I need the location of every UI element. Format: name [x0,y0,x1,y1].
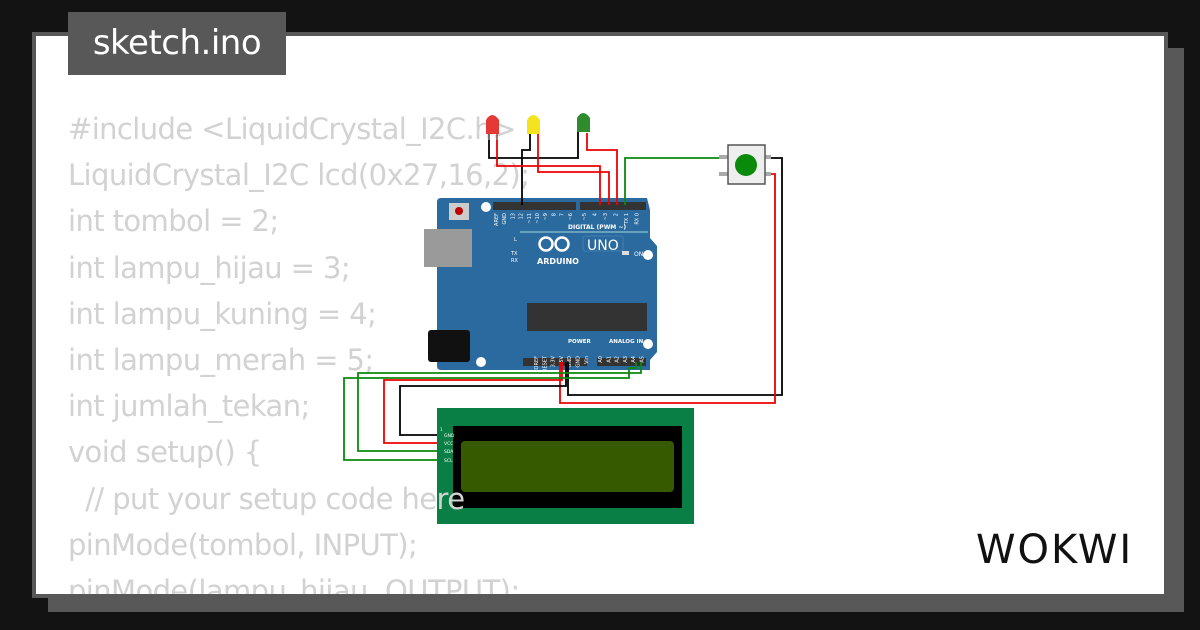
lcd-pin-scl: SCL [444,458,453,464]
wires [343,130,783,461]
lcd-screen [461,441,674,492]
wokwi-logo: WOKWI [976,527,1134,573]
wire-lcd-sda[interactable] [357,362,642,452]
pin-label: 8 [551,213,557,216]
pin-label: ~3 [603,213,609,220]
code-line: int lampu_kuning = 4; [68,296,377,331]
pin-label: 5V [559,355,565,362]
pin-label: A5 [640,356,646,363]
pin-label: ~5 [582,213,588,220]
rx-led-label: RX [511,258,518,264]
code-line: int jumlah_tekan; [68,389,310,424]
pin-label: RX 0 [635,213,641,225]
arduino-model: UNO [587,238,619,254]
code-line: int lampu_merah = 5; [68,343,374,378]
wire-pin4-yellow-led[interactable] [537,133,610,205]
wire-button-gnd[interactable] [567,157,783,396]
pin-label: RESET [542,355,548,372]
code-preview: #include <LiquidCrystal_I2C.h> LiquidCrys… [68,106,530,598]
code-line: void setup() { [68,435,262,470]
pin-label: GND [567,356,573,368]
lcd-pin-gnd: GND [444,433,455,439]
led-green[interactable] [577,113,590,132]
code-line: // put your setup code here [68,481,465,516]
pin-label: GND [502,213,508,225]
digital-label: DIGITAL (PWM ~) [568,224,626,231]
pin-label: ~11 [527,213,533,224]
wire-lcd-scl[interactable] [343,362,637,461]
pin-label: 13 [510,213,516,219]
pin-label: A4 [631,356,637,363]
wire-pin3-green-led[interactable] [586,133,618,205]
lcd-pin-vcc: VCC [444,441,453,447]
pin-label: IOREF [534,356,540,371]
atmega-chip [527,303,647,331]
code-line: #include <LiquidCrystal_I2C.h> [68,112,516,146]
power-header [523,358,587,366]
analog-header [597,358,646,366]
on-led [622,251,629,255]
wire-lcd-vcc[interactable] [383,362,563,444]
lcd-1602-i2c: 1 GND VCC SDA SCL [437,408,694,524]
pin-label: Vin [584,356,590,364]
wire-gnd[interactable] [521,133,531,205]
button-cap [735,154,757,176]
pin-label: A1 [606,356,612,363]
led-red[interactable] [486,115,499,140]
wire-pin2-button[interactable] [624,157,722,205]
pin-label: A2 [615,356,621,363]
pin-label: 3.3V [551,355,557,367]
code-line: int tombol = 2; [68,204,279,239]
arduino-logo-icon [538,236,570,252]
usb-port [424,229,472,267]
file-tab-title: sketch.ino [68,12,286,75]
code-line: LiquidCrystal_I2C lcd(0x27,16,2); [68,158,530,193]
reset-button-cap [455,207,463,215]
power-jack [428,330,470,362]
pin-label: 12 [519,213,525,219]
digital-header-2 [580,202,646,210]
code-line: pinMode(tombol, INPUT); [68,527,418,562]
pin-label: AREF [494,213,500,226]
power-label: POWER [568,339,592,345]
wire-led-ground[interactable] [488,130,579,159]
led-yellow[interactable] [527,115,540,134]
wire-button-5v[interactable] [559,173,776,404]
pin-label: A0 [598,356,604,363]
on-label: ON [634,251,643,258]
pin-label: GND [576,356,582,368]
arduino-brand: ARDUINO [537,257,579,266]
pin-label: ~6 [568,213,574,220]
tx-led-label: TX [510,251,518,257]
pin-label: 4 [593,213,599,216]
pin-label: 7 [560,213,566,216]
wire-pin5-red-led[interactable] [496,133,601,205]
lcd-pin1-label: 1 [440,427,443,432]
pin-label: TX 1 [624,213,630,225]
analog-label: ANALOG IN [609,339,644,345]
code-line: pinMode(lampu_hijau, OUTPUT); [68,574,520,598]
pin-label: A3 [623,356,629,363]
pin-label: ~9 [543,213,549,220]
digital-header-1 [493,202,576,210]
pin-label: 2 [614,213,620,216]
pushbutton[interactable] [719,144,771,185]
pin-label: ~10 [535,213,541,224]
l-led-label: L [514,237,517,243]
lcd-pin-sda: SDA [444,449,454,455]
code-line: int lampu_hijau = 3; [68,250,351,285]
